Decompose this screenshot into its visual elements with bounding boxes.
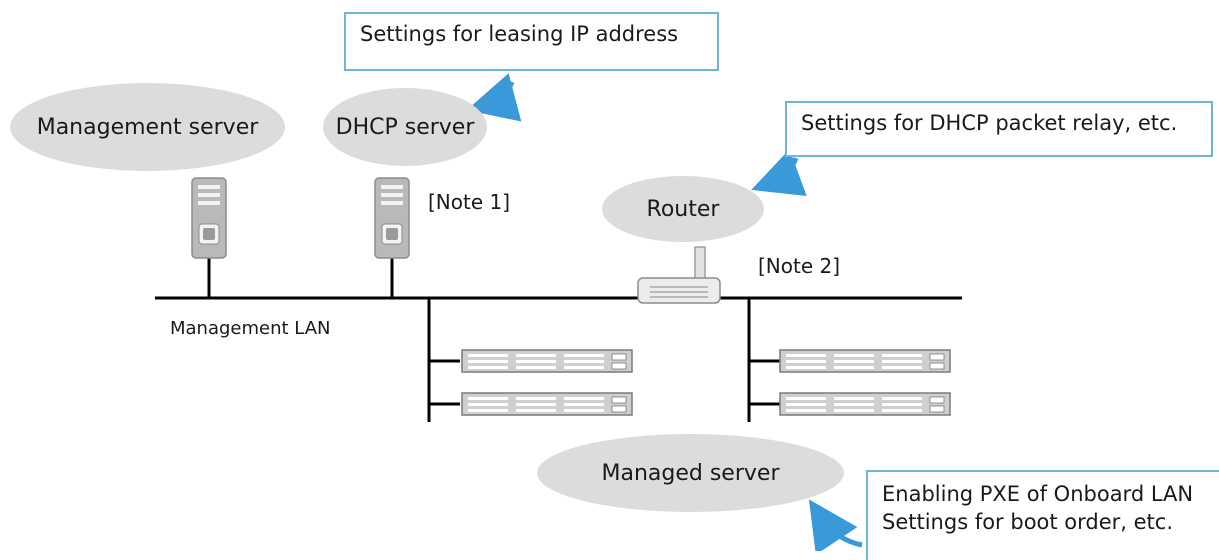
dhcp-relay-arrow (751, 149, 807, 197)
management-server-label: Management server (36, 114, 259, 140)
managed-server-rack-icon (779, 392, 951, 416)
managed-server-label: Managed server (601, 460, 780, 486)
leasing-ip-callout: Settings for leasing IP address (344, 12, 719, 71)
pxe-text-line-2: Settings for boot order, etc. (882, 510, 1174, 535)
note-1: [Note 1] (428, 190, 511, 214)
dhcp-server-icon (374, 177, 410, 259)
managed-server-node: Managed server (537, 434, 844, 512)
managed-server-rack-icon (461, 349, 633, 373)
managed-server-rack-icon (461, 392, 633, 416)
leasing-ip-arrow (466, 73, 522, 122)
router-icon (637, 246, 721, 304)
pxe-callout: Enabling PXE of Onboard LAN Settings for… (866, 470, 1219, 560)
router-label: Router (646, 196, 720, 222)
management-server-node: Management server (10, 83, 285, 171)
leasing-ip-text: Settings for leasing IP address (360, 22, 679, 46)
dhcp-relay-text: Settings for DHCP packet relay, etc. (801, 111, 1178, 135)
pxe-arrow (808, 499, 863, 551)
managed-server-rack-icon (779, 349, 951, 373)
router-node: Router (602, 176, 764, 242)
management-server-icon (191, 177, 227, 259)
pxe-text-line-1: Enabling PXE of Onboard LAN (882, 482, 1194, 506)
dhcp-server-node: DHCP server (323, 88, 487, 166)
dhcp-relay-callout: Settings for DHCP packet relay, etc. (785, 101, 1213, 157)
dhcp-server-label: DHCP server (335, 114, 475, 140)
management-lan-label: Management LAN (170, 318, 331, 339)
note-2: [Note 2] (758, 254, 841, 278)
